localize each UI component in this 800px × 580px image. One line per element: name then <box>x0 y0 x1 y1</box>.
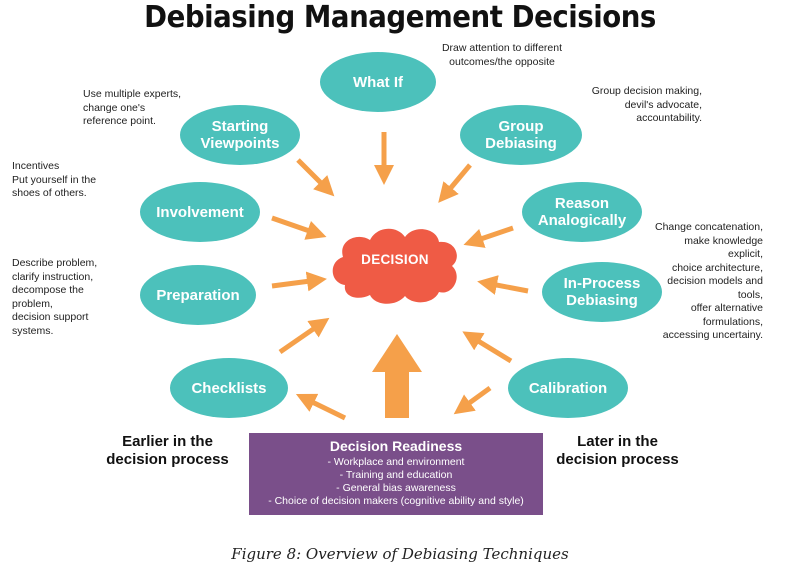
node-label: Starting Viewpoints <box>200 118 280 152</box>
readiness-item: - Training and education <box>339 469 453 481</box>
note-what-if: Draw attention to different outcomes/the… <box>441 42 563 68</box>
arrow-preparation <box>271 271 327 292</box>
node-reason-analogically: Reason Analogically <box>522 182 642 242</box>
arrow-starting-viewpoints <box>296 158 335 197</box>
arrow-in-process <box>477 275 529 295</box>
note-starting-viewpoints: Use multiple experts, change one's refer… <box>83 88 182 127</box>
node-label: Preparation <box>156 286 240 304</box>
node-involvement: Involvement <box>140 182 260 242</box>
note-involvement: Incentives Put yourself in the shoes of … <box>12 160 97 199</box>
readiness-title: Decision Readiness <box>329 438 463 454</box>
diagram-title: Debiasing Management Decisions <box>144 0 656 35</box>
arrow-group-debiasing <box>438 163 472 203</box>
arrow-reason-analogically <box>463 225 514 248</box>
node-in-process-debiasing: In-Process Debiasing <box>542 262 662 322</box>
label-earlier: Earlier in the decision process <box>106 433 229 468</box>
decision-readiness-box: Decision Readiness - Workplace and envir… <box>249 433 543 515</box>
decision-label: DECISION <box>361 252 429 267</box>
decision-cloud <box>332 228 457 304</box>
arrow-checklists <box>278 317 330 355</box>
arrow-readiness-right <box>453 385 492 415</box>
node-checklists: Checklists <box>170 358 288 418</box>
note-preparation: Describe problem, clarify instruction, d… <box>12 257 98 337</box>
node-label: Involvement <box>156 203 244 221</box>
arrow-involvement <box>271 215 327 240</box>
node-label: Reason Analogically <box>537 195 627 229</box>
readiness-item: - Choice of decision makers (cognitive a… <box>268 495 524 507</box>
arrow-readiness-left <box>295 393 347 421</box>
node-group-debiasing: Group Debiasing <box>460 105 582 165</box>
node-label: Checklists <box>191 379 267 397</box>
node-label: Group Debiasing <box>485 118 557 152</box>
readiness-item: - Workplace and environment <box>327 456 465 468</box>
node-calibration: Calibration <box>508 358 628 418</box>
note-group-debiasing: Group decision making, devil's advocate,… <box>591 85 702 124</box>
node-label: In-Process Debiasing <box>563 275 641 309</box>
node-label: What If <box>353 73 403 91</box>
arrow-calibration <box>462 331 513 364</box>
figure-caption: Figure 8: Overview of Debiasing Techniqu… <box>231 545 569 563</box>
note-in-process-debiasing: Change concatenation, make knowledge exp… <box>655 221 763 341</box>
node-label: Calibration <box>528 379 608 397</box>
node-what-if: What If <box>320 52 436 112</box>
node-starting-viewpoints: Starting Viewpoints <box>180 105 300 165</box>
node-preparation: Preparation <box>140 265 256 325</box>
big-up-arrow <box>372 334 422 418</box>
readiness-list: - Workplace and environment - Training a… <box>249 456 543 508</box>
label-later: Later in the decision process <box>556 433 679 468</box>
readiness-item: - General bias awareness <box>336 482 456 494</box>
